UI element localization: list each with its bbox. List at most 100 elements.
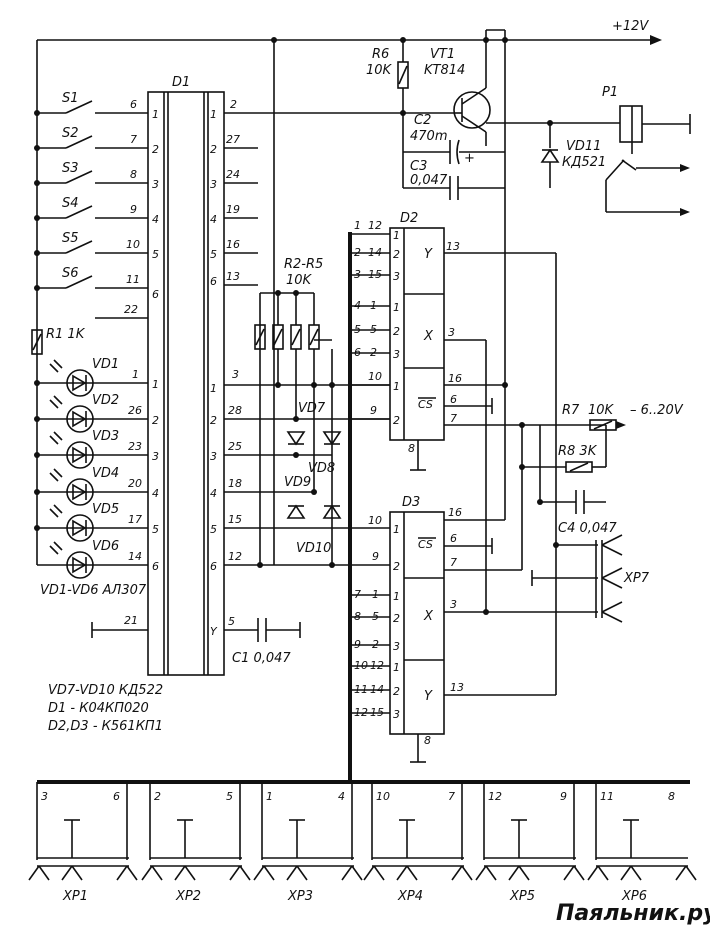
pin-label: 3	[354, 268, 361, 281]
pin-label: 15	[368, 268, 382, 281]
func-label: Y	[424, 689, 433, 704]
vt1-type: KT814	[424, 63, 465, 78]
func-label: CS	[418, 538, 433, 551]
pin-label: 14	[370, 683, 384, 696]
vd11-type: КД521	[562, 155, 606, 170]
led-group: VD1 VD2 VD3 VD4 VD5	[34, 357, 148, 598]
led-vd1: VD1	[34, 357, 148, 397]
pin-label: 17	[128, 513, 142, 526]
c3-value: 0,047	[410, 173, 448, 188]
pin-label: 4	[338, 790, 345, 803]
led-label: VD5	[92, 502, 119, 517]
led-label: VD1	[92, 357, 119, 372]
pin-label: 5	[210, 248, 217, 261]
r7-label: R7	[562, 403, 580, 418]
xp7-label: XP7	[623, 571, 650, 586]
led-vd2: VD2	[34, 393, 148, 433]
pin-label: 7	[450, 412, 457, 425]
pin-label: 13	[450, 681, 464, 694]
pin-label: 3	[393, 640, 400, 653]
pin-label: 9	[372, 550, 379, 563]
pin-label: 2	[154, 790, 161, 803]
pin-label: 11	[126, 273, 140, 286]
c2-plus: +	[464, 151, 475, 166]
pin-label: 8	[130, 168, 137, 181]
pin-label: 9	[560, 790, 567, 803]
diode-vd8: VD8	[308, 431, 342, 476]
watermark: Паяльник.ру	[556, 901, 710, 926]
pin-label: 5	[370, 323, 377, 336]
d3-label: D3	[402, 495, 420, 510]
pin-label: 7	[354, 588, 361, 601]
func-label: Y	[424, 247, 433, 262]
pin-label: 2	[393, 560, 400, 573]
led-type-note: VD1-VD6 АЛ307	[40, 583, 147, 598]
diode-group: VD7 VD8 VD9 VD10	[284, 401, 342, 556]
c2-label: C2	[414, 113, 431, 128]
switch-label: S2	[62, 126, 79, 141]
pin-label: 13	[226, 270, 240, 283]
pin-label: Y	[210, 625, 218, 638]
vcc-label: +12V	[612, 19, 649, 34]
pin-label: 6	[210, 275, 217, 288]
capacitor-c3: C3 0,047	[403, 159, 505, 200]
pin-label: 3	[41, 790, 48, 803]
pin-label: 6	[152, 560, 159, 573]
c4-label: C4 0,047	[558, 521, 617, 536]
pin-label: 1	[370, 299, 377, 312]
pin-label: 3	[450, 598, 457, 611]
connector-label: XP5	[509, 889, 535, 904]
pin-label: 14	[128, 550, 142, 563]
switch-label: S5	[62, 231, 79, 246]
connector-label: XP2	[175, 889, 201, 904]
pin-label: 2	[152, 414, 159, 427]
switch-s1: S1 6	[34, 91, 148, 116]
pin-label: 8	[354, 610, 361, 623]
d2-label: D2	[400, 211, 418, 226]
pin-label: 4	[152, 213, 159, 226]
pin-label: 23	[128, 440, 142, 453]
resistor-array-r2-r5: R2-R5 10K	[254, 257, 335, 565]
pin-label: 3	[152, 178, 159, 191]
led-label: VD4	[92, 466, 119, 481]
r25-label: R2-R5	[284, 257, 323, 272]
legend-line: D1 - К04КП020	[48, 701, 149, 716]
led-vd6: VD6	[37, 539, 148, 579]
pin-label: 2	[393, 685, 400, 698]
pin-label: 6	[113, 790, 120, 803]
pin-label: 5	[228, 615, 235, 628]
diode-vd7: VD7	[286, 401, 326, 446]
pin-label: 5	[210, 523, 217, 536]
led-vd5: VD5	[34, 502, 148, 542]
connector-label: XP4	[397, 889, 423, 904]
pin-label: 1	[152, 378, 159, 391]
pin-label: 12	[228, 550, 242, 563]
pin-label: 16	[448, 506, 462, 519]
led-vd3: VD3	[34, 429, 148, 469]
pin-label: 2	[393, 612, 400, 625]
pin-label: 4	[210, 487, 217, 500]
legend-line: VD7-VD10 КД522	[48, 683, 163, 698]
pin-label: 26	[128, 404, 142, 417]
pin-label: 2	[230, 98, 237, 111]
pin-label: 8	[668, 790, 675, 803]
diode-label: VD9	[284, 475, 311, 490]
pin-label: 2	[210, 143, 217, 156]
r6-value: 10K	[366, 63, 393, 78]
pin-label: 11	[354, 683, 368, 696]
pin-label: 1	[393, 380, 400, 393]
pin-label: 8	[408, 442, 415, 455]
pin-label: 6	[450, 393, 457, 406]
func-label: CS	[418, 398, 433, 411]
led-vd4: VD4	[34, 466, 148, 506]
c1-label: C1 0,047	[232, 651, 291, 666]
diode-vd11: VD11 КД521	[486, 120, 620, 188]
pin-label: 2	[393, 248, 400, 261]
pin-label: 3	[393, 348, 400, 361]
pin-label: 27	[226, 133, 240, 146]
